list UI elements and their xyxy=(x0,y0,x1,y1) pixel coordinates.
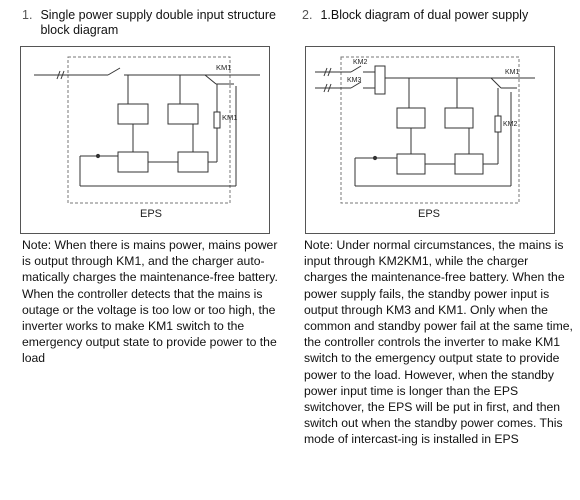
left-heading-title: Single power supply double input structu… xyxy=(40,8,276,37)
charger-block xyxy=(117,103,149,125)
dual-supply-block-diagram: KM2 KM3 KM1 KM2 xyxy=(305,46,555,234)
standby-break-mark xyxy=(323,83,328,93)
input-break-mark xyxy=(56,70,61,80)
right-heading-title: 1.Block diagram of dual power supply xyxy=(320,8,529,22)
diagram-frame xyxy=(305,46,555,234)
km1-top-label: KM1 xyxy=(216,63,231,72)
mains-break-mark-2 xyxy=(327,67,332,77)
input-break-mark-2 xyxy=(60,70,65,80)
inverter-block xyxy=(177,151,209,173)
right-heading-number: 2. xyxy=(302,8,313,22)
right-panel: 2. 1.Block diagram of dual power supply … xyxy=(290,0,580,500)
km1-side-label: KM1 xyxy=(222,113,237,122)
left-panel: 1. Single power supply double input stru… xyxy=(20,8,290,366)
controller-block xyxy=(167,103,199,125)
battery-block xyxy=(117,151,149,173)
eps-enclosure xyxy=(340,56,520,204)
switch-box xyxy=(374,65,386,95)
junction-dot xyxy=(95,153,101,159)
km2-coil xyxy=(494,115,502,133)
single-supply-block-diagram: KM1 KM1 EPS xyxy=(20,46,270,234)
right-heading: 2. 1.Block diagram of dual power supply xyxy=(302,8,570,23)
km1-coil xyxy=(213,111,221,129)
eps-label: EPS xyxy=(418,208,440,220)
left-heading: 1. Single power supply double input stru… xyxy=(22,8,290,38)
km2-contact xyxy=(350,65,362,73)
km3-contact xyxy=(350,81,362,89)
left-note: Note: When there is mains power, mains p… xyxy=(22,238,278,366)
charger-block xyxy=(396,107,426,129)
mains-switch-blade xyxy=(107,67,121,76)
right-note: Note: Under normal circumstances, the ma… xyxy=(304,238,573,447)
mains-break-mark xyxy=(323,67,328,77)
km1-contact xyxy=(490,77,502,89)
eps-label: EPS xyxy=(140,208,162,220)
battery-block xyxy=(396,153,426,175)
km2-side-label: KM2 xyxy=(503,121,518,128)
inverter-block xyxy=(454,153,484,175)
km2-top-label: KM2 xyxy=(353,59,368,66)
junction-dot xyxy=(372,155,378,161)
left-heading-number: 1. xyxy=(22,8,33,22)
diagram-frame xyxy=(20,46,270,234)
km1-label: KM1 xyxy=(505,69,520,76)
km1-contact xyxy=(204,74,217,85)
controller-block xyxy=(444,107,474,129)
eps-enclosure xyxy=(67,56,231,204)
standby-break-mark-2 xyxy=(327,83,332,93)
km3-label: KM3 xyxy=(347,77,362,84)
